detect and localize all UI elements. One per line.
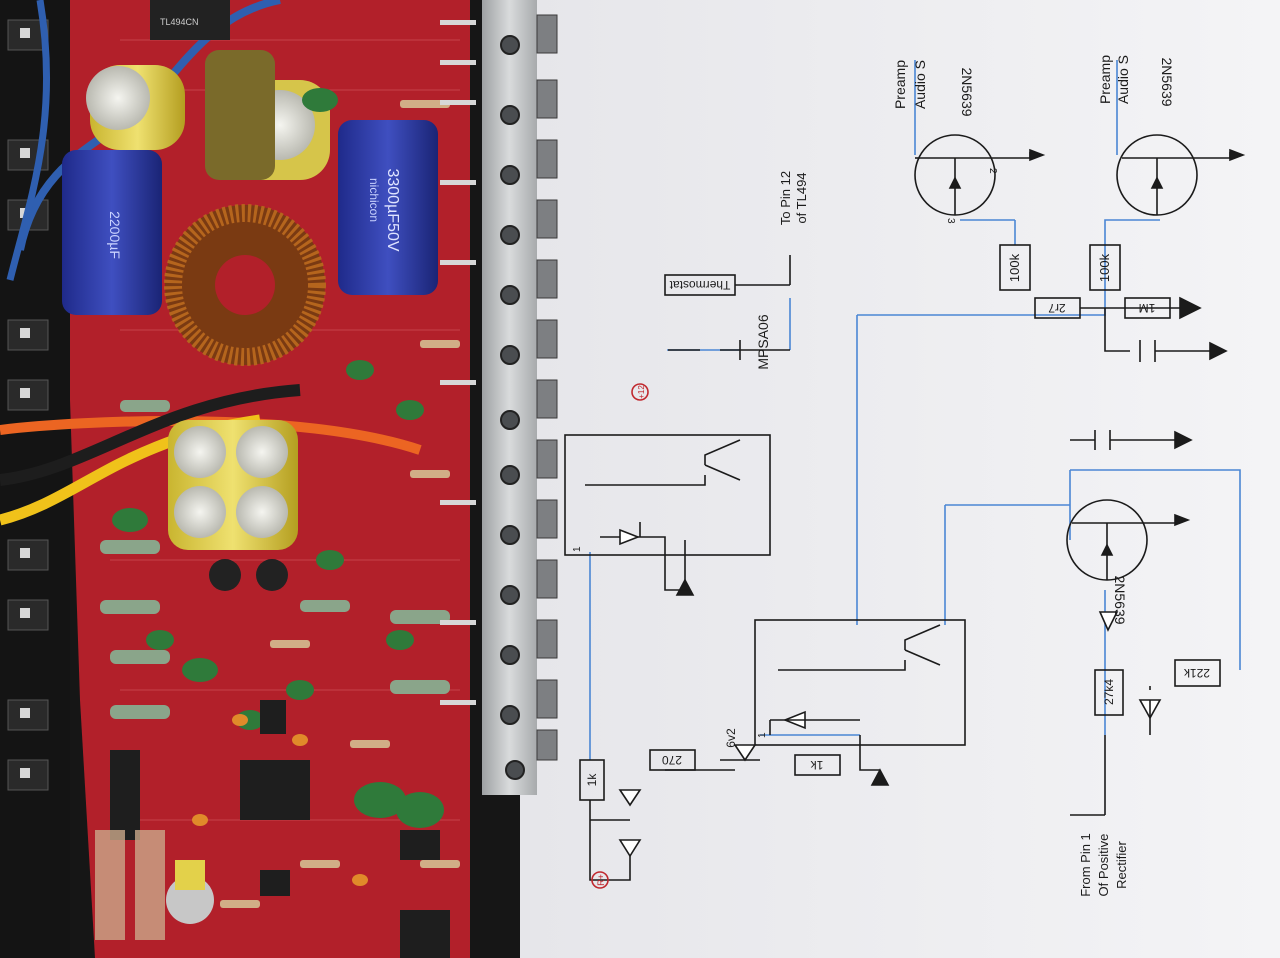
svg-text:TL494CN: TL494CN <box>160 17 199 27</box>
yellow-capacitor-group <box>168 420 298 550</box>
pin-number-2: 1 <box>757 732 768 738</box>
resistor-270: 270 <box>662 753 682 767</box>
pin-number-1: 1 <box>572 546 583 552</box>
ic-chip <box>150 0 230 40</box>
blue-capacitor-left: 2200µF <box>62 150 162 315</box>
pin-number-3: 2 <box>987 168 998 174</box>
resistor-27k4: 27k4 <box>1102 679 1116 705</box>
resistor-100k-a: 100k <box>1007 253 1022 282</box>
preamp-label-2: Preamp <box>1097 55 1113 104</box>
thermostat-label: Thermostat <box>669 278 730 292</box>
svg-text:3300µF50V: 3300µF50V <box>384 168 401 251</box>
resistor-1m: 1M <box>1139 301 1156 315</box>
jfet-part-3: 2N5639 <box>1112 575 1128 624</box>
source-note-2: Of Positive <box>1096 834 1111 897</box>
resistor-1k-a: 1k <box>585 773 599 787</box>
resistor-221k: 221k <box>1183 666 1210 680</box>
svg-text:nichicon: nichicon <box>367 178 381 222</box>
rail-label: R+ <box>596 874 606 886</box>
pin-note-1: To Pin 12 <box>778 171 793 225</box>
resistor-2r7: 2r7 <box>1048 301 1066 315</box>
resistor-100k-b: 100k <box>1097 253 1112 282</box>
toroid-inductor <box>164 204 326 366</box>
preamp-label-1: Preamp <box>892 60 908 109</box>
jfet-part-2: 2N5639 <box>1159 57 1175 106</box>
transistor-label: MPSA06 <box>755 314 771 369</box>
source-note-1: From Pin 1 <box>1078 833 1093 897</box>
source-note-3: Rectifier <box>1114 840 1129 888</box>
svg-text:2200µF: 2200µF <box>107 211 123 259</box>
supply-label: +12 <box>637 385 646 399</box>
schematic-drawing <box>564 60 1246 889</box>
audio-label-2: Audio S <box>1115 55 1131 104</box>
blue-capacitor-right: 3300µF50V nichicon <box>338 120 438 295</box>
jfet-part-1: 2N5639 <box>959 67 975 116</box>
circuit-board: 2200µF 3300µF50V nichicon TL494CN <box>0 0 476 958</box>
small-components <box>95 88 460 958</box>
pin-number-4: 3 <box>945 218 956 224</box>
audio-label-1: Audio S <box>912 60 928 109</box>
resistor-1k-b: 1k <box>810 758 824 772</box>
schematic-paper <box>520 0 1280 958</box>
zener-label: 6v2 <box>724 728 738 748</box>
heatsink-bar <box>482 0 558 795</box>
pin-note-2: of TL494 <box>794 172 809 223</box>
